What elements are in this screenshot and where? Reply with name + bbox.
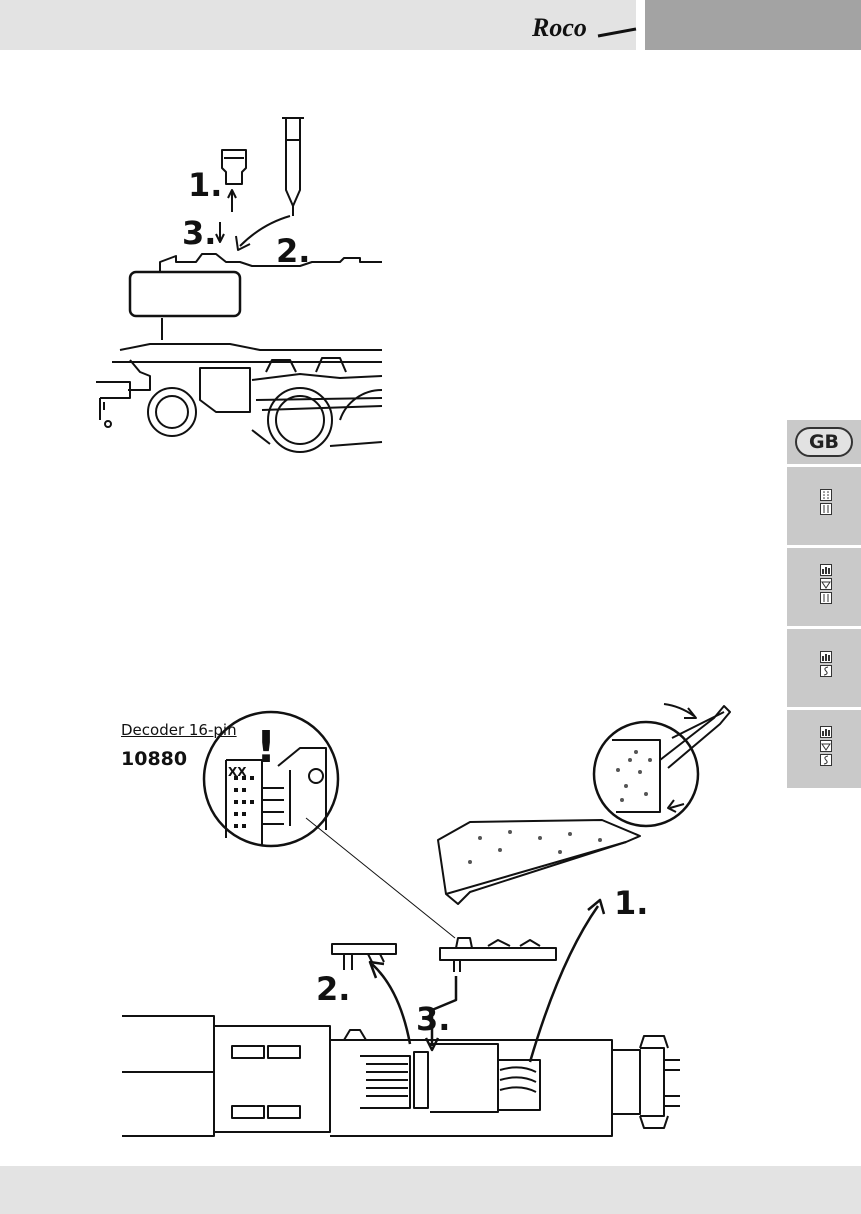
bottom-step-2: 2. bbox=[316, 970, 350, 1008]
plug-socket bbox=[414, 1052, 428, 1108]
bottom-step-3: 3. bbox=[416, 1000, 450, 1038]
board-detail-magnifier bbox=[594, 722, 698, 826]
warning-mark: ! bbox=[256, 722, 276, 773]
decoder-install-illustration: XX ! 1. 2. 3. bbox=[0, 0, 861, 1160]
bottom-step-1: 1. bbox=[614, 884, 648, 922]
footer-bar bbox=[0, 1166, 861, 1214]
pin-mark: XX bbox=[228, 765, 247, 779]
bridge-plug bbox=[332, 944, 396, 954]
decoder-board bbox=[440, 948, 556, 960]
arrow-step-1 bbox=[530, 906, 598, 1062]
arrow-step-2 bbox=[372, 964, 410, 1044]
